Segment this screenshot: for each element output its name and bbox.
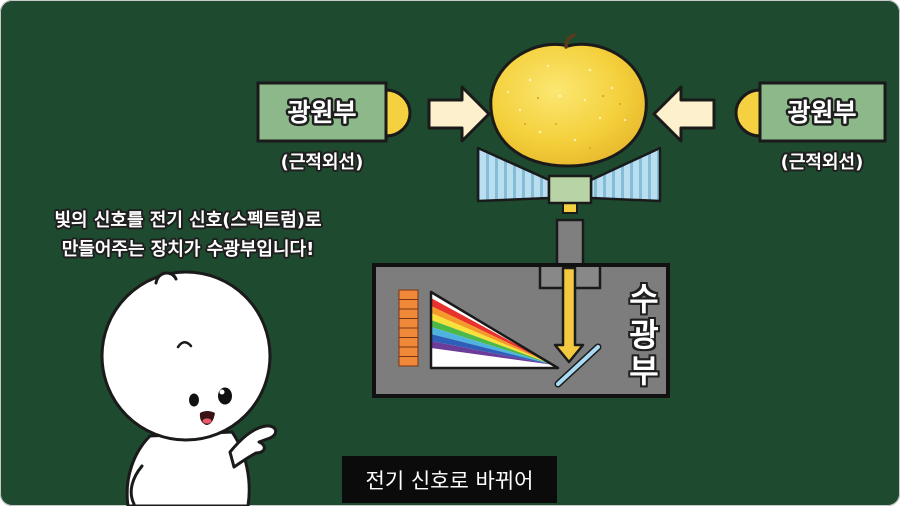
spectrum-band-orange bbox=[431, 306, 554, 365]
mascot-pointing-hand bbox=[228, 424, 278, 469]
holder-center bbox=[547, 174, 593, 205]
spectrum-band-yellow bbox=[431, 313, 554, 365]
light-source-left-sublabel: (근적외선) bbox=[281, 152, 364, 173]
sensor-cell bbox=[398, 308, 419, 319]
caption-background bbox=[342, 456, 557, 503]
detector-unit bbox=[372, 263, 670, 398]
detector-label: 수광부 bbox=[623, 282, 661, 390]
mascot-eyebrow bbox=[176, 341, 193, 349]
sensor-cell bbox=[398, 337, 419, 348]
light-source-right-label: 광원부 bbox=[787, 98, 856, 127]
light-arrow-left bbox=[652, 85, 716, 143]
light-source-right-sublabel: (근적외선) bbox=[781, 152, 864, 173]
spectrum-band-green bbox=[431, 320, 554, 365]
mascot-body bbox=[125, 430, 251, 506]
sensor-cell bbox=[398, 356, 419, 367]
pear-stem bbox=[564, 33, 576, 49]
light-arrow-right bbox=[427, 85, 491, 143]
mascot-character bbox=[100, 270, 278, 506]
spectrum-outline bbox=[429, 290, 560, 370]
pear-body bbox=[489, 42, 648, 168]
grating-surface bbox=[556, 345, 600, 386]
spectrum-band-violet bbox=[431, 341, 554, 365]
sensor-cell bbox=[398, 289, 419, 300]
spectrum-band-blue bbox=[431, 334, 554, 365]
sensor-cell bbox=[398, 299, 419, 310]
light-source-left: 광원부 (근적외선) bbox=[256, 81, 412, 175]
light-source-left-box bbox=[256, 81, 388, 143]
mascot-eye-highlight bbox=[219, 389, 225, 395]
mascot-arm-left bbox=[129, 464, 144, 506]
detector-box bbox=[372, 263, 670, 398]
sensor-cell bbox=[398, 346, 419, 357]
caption-text: 전기 신호로 바뀌어 bbox=[366, 469, 534, 493]
sensor-cell bbox=[398, 327, 419, 338]
beam-arrow-down bbox=[553, 266, 585, 364]
light-source-right-box bbox=[758, 81, 887, 143]
pear bbox=[489, 33, 648, 168]
mascot-hair-tuft bbox=[154, 271, 178, 285]
sensor-array bbox=[398, 289, 419, 367]
subtitle-caption: 전기 신호로 바뀌어 bbox=[342, 456, 557, 503]
light-source-left-label: 광원부 bbox=[287, 98, 356, 127]
mascot-eye-right bbox=[218, 387, 232, 405]
dispersed-spectrum bbox=[429, 290, 560, 370]
mascot-eye-left bbox=[189, 393, 199, 407]
mascot-head bbox=[100, 270, 272, 442]
explanation-line-2: 만들어주는 장치가 수광부입니다! bbox=[62, 238, 315, 260]
spectrum-band-cyan bbox=[431, 327, 554, 365]
diffraction-grating bbox=[554, 343, 602, 388]
mascot-tongue bbox=[202, 418, 212, 424]
explanation-line-1: 빛의 신호를 전기 신호(스펙트럼)로 bbox=[54, 210, 321, 231]
detector-column bbox=[555, 218, 585, 268]
sensor-cell bbox=[398, 318, 419, 329]
light-source-right: 광원부 (근적외선) bbox=[734, 81, 887, 175]
lamp-right bbox=[734, 88, 762, 138]
pear-specks bbox=[506, 64, 627, 142]
pear-spots bbox=[524, 94, 621, 149]
lamp-left bbox=[384, 88, 412, 138]
